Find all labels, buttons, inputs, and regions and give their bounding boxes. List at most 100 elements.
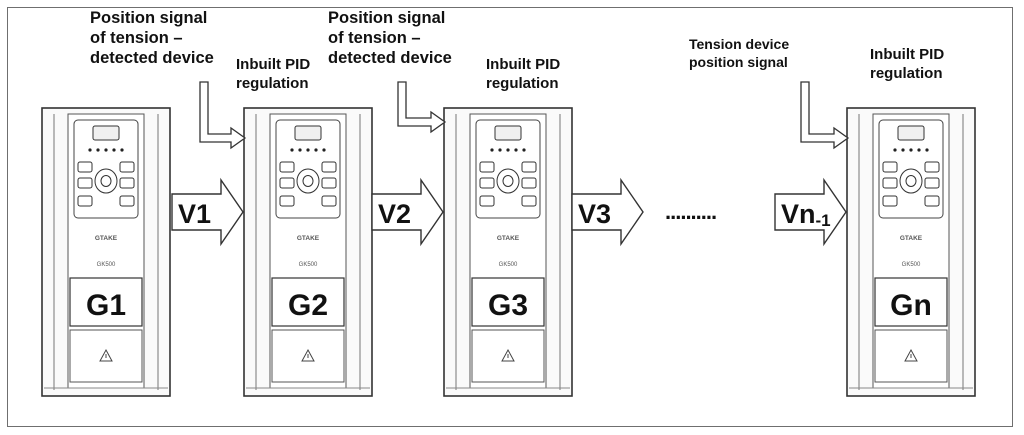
status-led: [298, 148, 302, 152]
drive-id-box: [471, 277, 545, 327]
speed-arrow-v3: V3: [571, 177, 644, 247]
speed-arrow-vn: Vn-1: [774, 177, 847, 247]
signal-arrow-gn: [800, 81, 850, 150]
key-dial-centre: [905, 175, 917, 187]
key-button: [479, 195, 495, 207]
status-led: [290, 148, 294, 152]
display-screen: [494, 125, 522, 141]
key-button: [279, 161, 295, 173]
drive-id-box: [271, 277, 345, 327]
display-screen: [294, 125, 322, 141]
key-button: [521, 177, 537, 189]
status-led: [925, 148, 929, 152]
arrow-label: V3: [578, 199, 611, 229]
status-led: [306, 148, 310, 152]
status-led: [498, 148, 502, 152]
key-button: [521, 195, 537, 207]
status-led: [490, 148, 494, 152]
label-pid-n: Inbuilt PID regulation: [870, 46, 945, 82]
status-led: [522, 148, 526, 152]
drive-id-label: G1: [86, 289, 126, 322]
model-text: GK500: [902, 262, 921, 268]
status-led: [104, 148, 108, 152]
warning-icon: [501, 348, 515, 362]
ellipsis-dots: ..........: [665, 199, 716, 224]
status-led: [506, 148, 510, 152]
key-button: [479, 161, 495, 173]
key-button: [77, 161, 93, 173]
key-button: [119, 161, 135, 173]
status-led: [893, 148, 897, 152]
status-led: [909, 148, 913, 152]
drive-id-label: G2: [288, 289, 328, 322]
key-button: [321, 195, 337, 207]
model-text: GK500: [299, 262, 318, 268]
key-button: [279, 195, 295, 207]
warning-icon: [301, 348, 315, 362]
brand-text: GTAKE: [297, 235, 320, 242]
key-button: [321, 177, 337, 189]
arrow-label: V1: [178, 199, 211, 229]
drive-id-box: [874, 277, 948, 327]
arrow-label: V2: [378, 199, 411, 229]
arrow-shape: [371, 177, 444, 247]
label-position-signal-1: Position signal of tension – detected de…: [90, 9, 214, 67]
diagram-frame: [7, 7, 1013, 427]
drive-id-label: Gn: [890, 289, 932, 322]
key-button: [521, 161, 537, 173]
arrow-label-subscript: -1: [816, 211, 831, 230]
key-button: [321, 161, 337, 173]
drive-id-box: [69, 277, 143, 327]
drive-id-label: G3: [488, 289, 528, 322]
status-led: [901, 148, 905, 152]
brand-text: GTAKE: [497, 235, 520, 242]
label-pid-1: Inbuilt PID regulation: [236, 56, 311, 92]
status-led: [514, 148, 518, 152]
key-button: [882, 161, 898, 173]
key-button: [119, 177, 135, 189]
model-text: GK500: [499, 262, 518, 268]
key-button: [924, 161, 940, 173]
key-button: [279, 177, 295, 189]
status-led: [917, 148, 921, 152]
key-dial-centre: [302, 175, 314, 187]
key-button: [479, 177, 495, 189]
signal-arrow-g3: [397, 81, 447, 134]
brand-text: GTAKE: [95, 235, 118, 242]
arrow-shape: [774, 177, 847, 247]
speed-arrow-v1: V1: [171, 177, 244, 247]
display-screen: [92, 125, 120, 141]
key-button: [924, 177, 940, 189]
label-pid-2: Inbuilt PID regulation: [486, 56, 561, 92]
warning-icon: [904, 348, 918, 362]
label-position-signal-2: Position signal of tension – detected de…: [328, 9, 452, 67]
label-tension-device: Tension device position signal: [689, 36, 790, 70]
key-button: [924, 195, 940, 207]
key-dial-centre: [100, 175, 112, 187]
status-led: [322, 148, 326, 152]
key-button: [77, 195, 93, 207]
arrow-shape: [171, 177, 244, 247]
display-screen: [897, 125, 925, 141]
signal-arrow-g2: [199, 81, 247, 150]
model-text: GK500: [97, 262, 116, 268]
status-led: [120, 148, 124, 152]
status-led: [314, 148, 318, 152]
speed-arrow-v2: V2: [371, 177, 444, 247]
key-button: [882, 177, 898, 189]
status-led: [96, 148, 100, 152]
brand-text: GTAKE: [900, 235, 923, 242]
status-led: [88, 148, 92, 152]
status-led: [112, 148, 116, 152]
key-button: [119, 195, 135, 207]
key-dial-centre: [502, 175, 514, 187]
arrow-shape: [571, 177, 644, 247]
key-button: [77, 177, 93, 189]
warning-icon: [99, 348, 113, 362]
key-button: [882, 195, 898, 207]
